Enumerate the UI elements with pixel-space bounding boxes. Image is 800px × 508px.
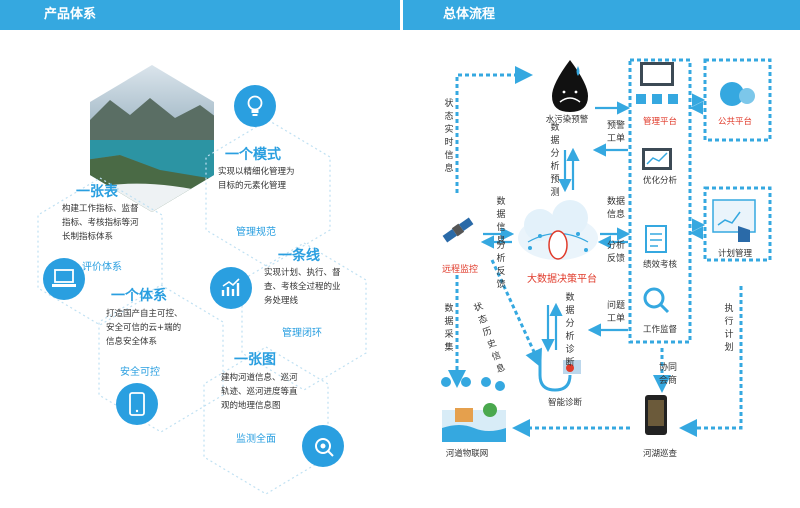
block-map-sub: 监测全面 <box>236 434 276 445</box>
magnifier-user-icon <box>643 287 670 314</box>
node-performance-evaluation: 绩效考核 <box>642 260 677 270</box>
label-analysis-feedback-left: 分析反馈 <box>496 241 506 290</box>
node-remote-monitor: 远程监控 <box>441 265 478 275</box>
label-warning-ticket: 预警工单 <box>606 121 625 144</box>
node-river-iot: 河道物联网 <box>445 449 489 459</box>
growth-chart-icon <box>221 278 240 296</box>
node-public-platform: 公共平台 <box>717 117 752 127</box>
node-plan-management: 计划管理 <box>717 249 752 259</box>
block-map-body: 建构河道信息、巡河轨迹、巡河进度等直观的地理信息图 <box>221 373 298 411</box>
mobile-phone-icon <box>129 392 145 416</box>
monitor-icon <box>636 62 678 104</box>
block-system-body: 打造国产自主可控、安全可信的云+端的信息安全体系 <box>106 309 183 347</box>
block-model-title: 一个模式 <box>225 147 281 163</box>
label-issue-ticket: 问题工单 <box>606 301 625 324</box>
node-work-supervision: 工作监督 <box>642 325 677 335</box>
analysis-monitor-icon <box>642 148 672 170</box>
label-data-analysis-predict: 数据分析预测 <box>550 123 560 198</box>
label-execute-plan: 执行计划 <box>724 304 734 353</box>
node-management-platform: 管理平台 <box>642 117 677 127</box>
right-section-header: 总体流程 <box>403 0 800 30</box>
stethoscope-icon <box>538 355 581 392</box>
flow-connectors <box>441 58 772 442</box>
block-model-body: 实现以精细化管理为目标的元素化管理 <box>218 167 295 191</box>
hex-decoration <box>37 65 367 495</box>
block-model-sub: 管理规范 <box>236 227 276 238</box>
node-smart-diagnosis: 智能诊断 <box>547 398 582 408</box>
block-table-title: 一张表 <box>76 184 118 200</box>
label-status-realtime: 状态实时信息 <box>444 99 454 174</box>
touch-chart-icon <box>712 199 756 242</box>
block-table-body: 构建工作指标、监督指标、考核指标等河长制指标体系 <box>62 204 139 242</box>
node-water-pollution-warning: 水污染预警 <box>545 115 589 125</box>
location-pin-icon <box>315 438 334 457</box>
river-iot-illustration <box>441 377 506 442</box>
cloud-platform-icon <box>518 200 598 260</box>
label-data-analysis-diagnosis: 数据分析诊断 <box>565 293 575 368</box>
node-river-lake-inspection: 河湖巡查 <box>642 449 677 459</box>
label-data-info-left: 数据信息 <box>496 197 506 246</box>
lightbulb-icon <box>247 95 263 116</box>
block-system-title: 一个体系 <box>111 288 167 304</box>
node-bigdata-platform: 大数据决策平台 <box>527 274 597 285</box>
block-system-sub: 安全可控 <box>120 367 160 378</box>
left-section-header: 产品体系 <box>0 0 400 30</box>
block-map-title: 一张图 <box>234 352 276 368</box>
node-optimization-analysis: 优化分析 <box>642 176 677 186</box>
block-table-sub: 评价体系 <box>82 262 122 273</box>
checklist-icon <box>645 225 667 253</box>
block-line-title: 一条线 <box>278 248 320 264</box>
label-coordination: 协同会商 <box>658 363 677 386</box>
inspection-device-icon <box>645 395 667 435</box>
satellite-icon <box>442 217 474 243</box>
label-data-info-right: 数据信息 <box>606 197 625 220</box>
label-analysis-feedback-right: 分析反馈 <box>606 241 625 264</box>
label-data-collection: 数据采集 <box>444 304 454 353</box>
block-line-sub: 管理闭环 <box>282 328 322 339</box>
water-drop-icon <box>552 60 588 112</box>
laptop-icon <box>52 269 76 287</box>
block-line-body: 实现计划、执行、督查、考核全过程的业务处理线 <box>264 268 341 306</box>
chat-bubbles-icon <box>720 82 755 106</box>
